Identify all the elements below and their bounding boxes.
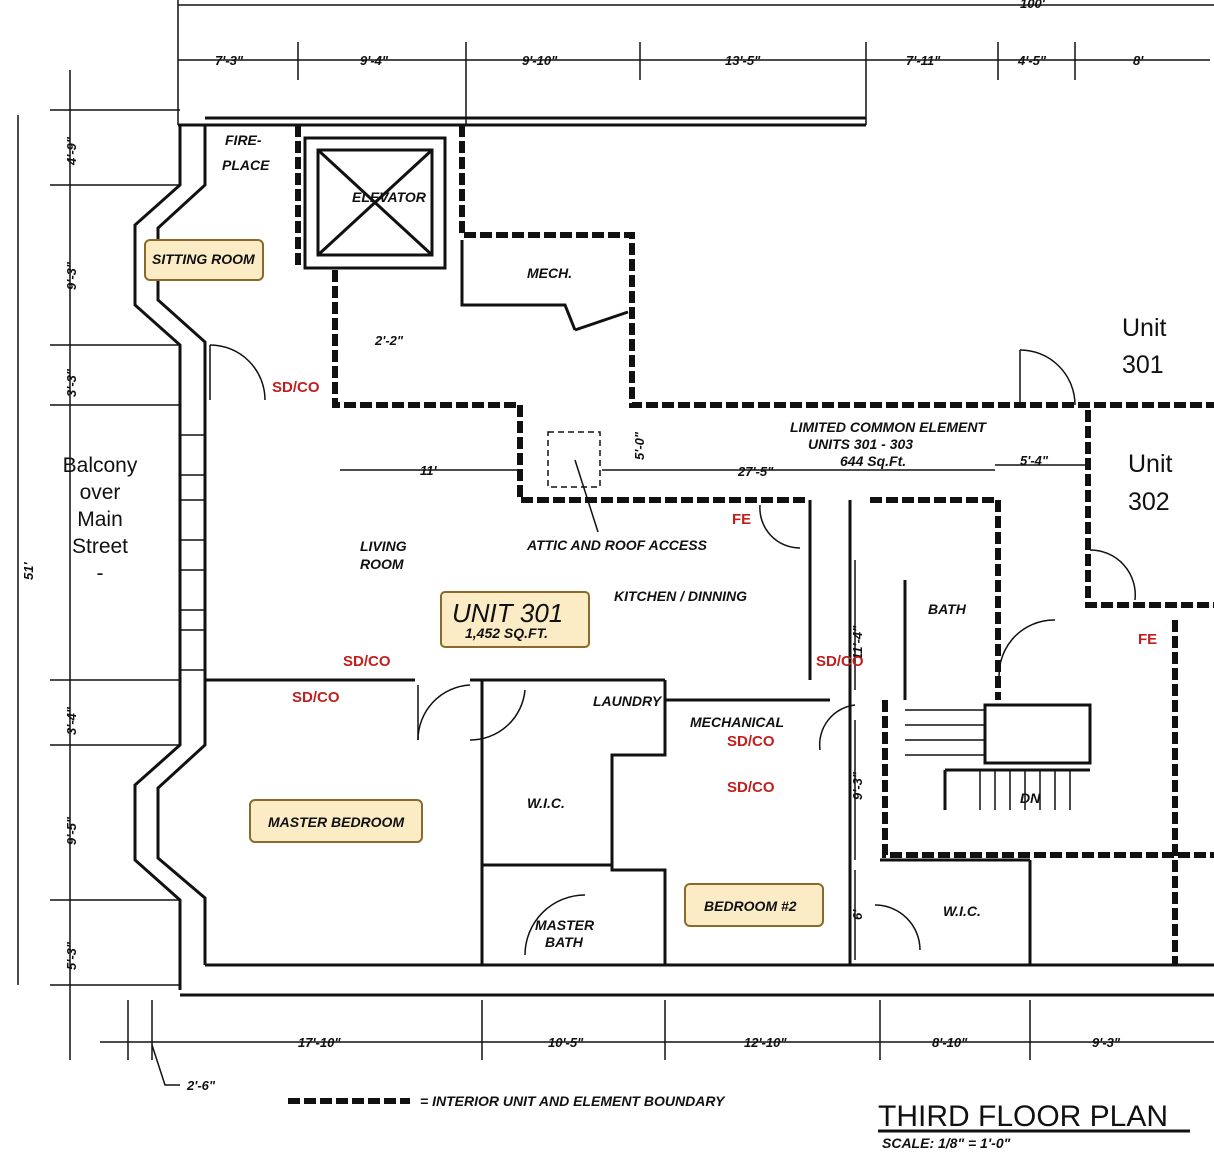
interior-walls <box>205 136 1092 965</box>
lce-label-3: 644 Sq.Ft. <box>840 453 906 469</box>
left-dim-5: 9'-5" <box>64 816 79 845</box>
bottom-dim-4: 8'-10" <box>932 1035 968 1050</box>
balcony-line-4: Street <box>72 535 128 558</box>
plan-scale: SCALE: 1/8" = 1'-0" <box>882 1135 1011 1151</box>
outer-walls <box>133 116 1214 997</box>
unit-boundary <box>295 125 1214 965</box>
top-dim-2: 9'-4" <box>360 53 389 68</box>
lce-label-2: UNITS 301 - 303 <box>808 436 913 452</box>
dn-label: DN <box>1020 790 1041 806</box>
master-bath-label-2: BATH <box>545 934 584 950</box>
bottom-dim-5: 9'-3" <box>1092 1035 1121 1050</box>
unit-tag-box <box>440 591 590 648</box>
left-dim-6: 5'-3" <box>64 941 79 970</box>
left-dim-2: 9'-3" <box>64 261 79 290</box>
sdco-label-3: SD/CO <box>292 689 340 706</box>
laundry-label: LAUNDRY <box>593 693 663 709</box>
inner-dim-5: 5'-4" <box>1020 453 1049 468</box>
bottom-dim-3: 12'-10" <box>744 1035 787 1050</box>
stair-treads <box>905 709 1071 810</box>
unit-tag-area: 1,452 SQ.FT. <box>465 625 548 641</box>
master-bedroom-label: MASTER BEDROOM <box>268 814 404 830</box>
mechanical-label: MECHANICAL <box>690 714 784 730</box>
top-dim-5: 7'-11" <box>906 53 941 68</box>
fe-label-2: FE <box>1138 631 1157 648</box>
sdco-label-1: SD/CO <box>272 379 320 396</box>
wic-label-1: W.I.C. <box>527 795 565 811</box>
balcony-line-1: Balcony <box>63 454 138 477</box>
mech-label: MECH. <box>527 265 572 281</box>
lce-label-1: LIMITED COMMON ELEMENT <box>790 419 987 435</box>
balcony-line-5: - <box>97 562 104 585</box>
unit301-label-2: 301 <box>1122 351 1164 379</box>
top-overall-dim: 100' <box>1020 0 1046 11</box>
top-dim-7: 8' <box>1133 53 1144 68</box>
attic-hatch <box>547 431 601 488</box>
balcony-label: Balcony over Main Street - <box>63 454 138 585</box>
unit302-label-1: Unit <box>1128 450 1173 478</box>
top-dim-1: 7'-3" <box>215 53 244 68</box>
left-dim-3: 3'-3" <box>64 368 79 397</box>
legend: = INTERIOR UNIT AND ELEMENT BOUNDARY <box>288 1093 726 1109</box>
bedroom2-tag <box>684 883 824 927</box>
plan-title: THIRD FLOOR PLAN <box>878 1100 1168 1133</box>
sdco-label-6: SD/CO <box>727 779 775 796</box>
bottom-dim-2: 10'-5" <box>548 1035 584 1050</box>
top-dim-6: 4'-5" <box>1017 53 1047 68</box>
bath-label: BATH <box>928 601 967 617</box>
kitchen-label: KITCHEN / DINNING <box>614 588 747 604</box>
fireplace-label-2: PLACE <box>222 157 270 173</box>
sitting-room-label: SITTING ROOM <box>152 251 255 267</box>
sdco-label-2: SD/CO <box>343 653 391 670</box>
left-overall-dim: 51' <box>21 562 36 580</box>
top-dimensions: 100' 7'-3" 9'-4" 9'-10" 13'-5" 7'-11" 4'… <box>177 0 1214 125</box>
legend-text: = INTERIOR UNIT AND ELEMENT BOUNDARY <box>420 1093 726 1109</box>
inner-dim-8: 6' <box>850 909 865 920</box>
inner-dim-3: 27'-5" <box>737 464 774 479</box>
sitting-room-tag <box>144 239 264 281</box>
balcony-openings <box>179 434 206 671</box>
left-dim-1: 4'-9" <box>64 136 79 166</box>
living-room-label-1: LIVING <box>360 538 407 554</box>
bottom-dim-6: 2'-6" <box>186 1078 216 1093</box>
wic-label-2: W.I.C. <box>943 903 981 919</box>
inner-dimension-lines <box>340 464 1085 960</box>
top-dim-4: 13'-5" <box>725 53 761 68</box>
attic-leader <box>574 459 599 533</box>
inner-dim-4: 5'-0" <box>632 431 647 460</box>
top-dim-3: 9'-10" <box>522 53 558 68</box>
left-dimensions: 51' 4'-9" 9'-3" 3'-3" 3'-4" 9'-5" 5'-3" <box>17 70 180 1060</box>
attic-label: ATTIC AND ROOF ACCESS <box>526 537 708 553</box>
elevator-label: ELEVATOR <box>352 189 427 205</box>
bottom-dim-1: 17'-10" <box>298 1035 341 1050</box>
living-room-label-2: ROOM <box>360 556 404 572</box>
balcony-line-2: over <box>80 481 121 504</box>
door-swings <box>209 344 1137 956</box>
fe-label-1: FE <box>732 511 751 528</box>
inner-dim-1: 2'-2" <box>374 333 404 348</box>
unit-tag-name: UNIT 301 <box>452 598 563 628</box>
inner-dim-2: 11' <box>420 463 437 478</box>
unit302-label-2: 302 <box>1128 488 1170 516</box>
left-dim-4: 3'-4" <box>64 706 79 735</box>
sdco-label-4: SD/CO <box>816 653 864 670</box>
master-bedroom-tag <box>249 799 423 843</box>
unit301-label-1: Unit <box>1122 314 1167 342</box>
fireplace-label-1: FIRE- <box>225 132 262 148</box>
inner-dim-7: 9'-3" <box>850 771 865 800</box>
bedroom2-label: BEDROOM #2 <box>704 898 797 914</box>
balcony-line-3: Main <box>77 508 123 531</box>
master-bath-label-1: MASTER <box>535 917 595 933</box>
bottom-dimensions: 17'-10" 10'-5" 12'-10" 8'-10" 9'-3" 2'-6… <box>100 1000 1214 1093</box>
inner-dim-6: 11'-4" <box>850 625 865 660</box>
sdco-label-5: SD/CO <box>727 733 775 750</box>
